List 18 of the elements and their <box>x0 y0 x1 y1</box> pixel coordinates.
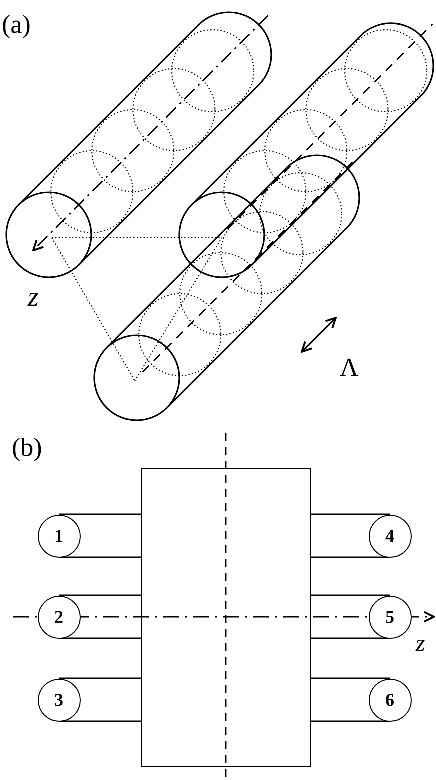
numbered-port: 5 <box>368 596 412 638</box>
coupler-region <box>141 468 311 767</box>
numbered-port: 6 <box>368 678 412 722</box>
numbered-port: 2 <box>38 596 80 638</box>
axis-label: z <box>416 632 426 656</box>
tube-connector <box>310 594 391 640</box>
tube-connector <box>58 678 142 722</box>
numbered-port: 4 <box>368 514 412 558</box>
numbered-port: 3 <box>38 678 80 722</box>
panel-label: (b) <box>12 435 42 461</box>
tube-connector <box>58 514 142 558</box>
tube-connector <box>310 678 391 722</box>
tube-connector <box>58 594 142 640</box>
panel-label: (a) <box>2 12 31 38</box>
tube-connector <box>310 514 391 558</box>
axis-label: z <box>28 284 39 312</box>
symbol-label: Λ <box>340 355 359 381</box>
numbered-port: 1 <box>38 514 80 558</box>
